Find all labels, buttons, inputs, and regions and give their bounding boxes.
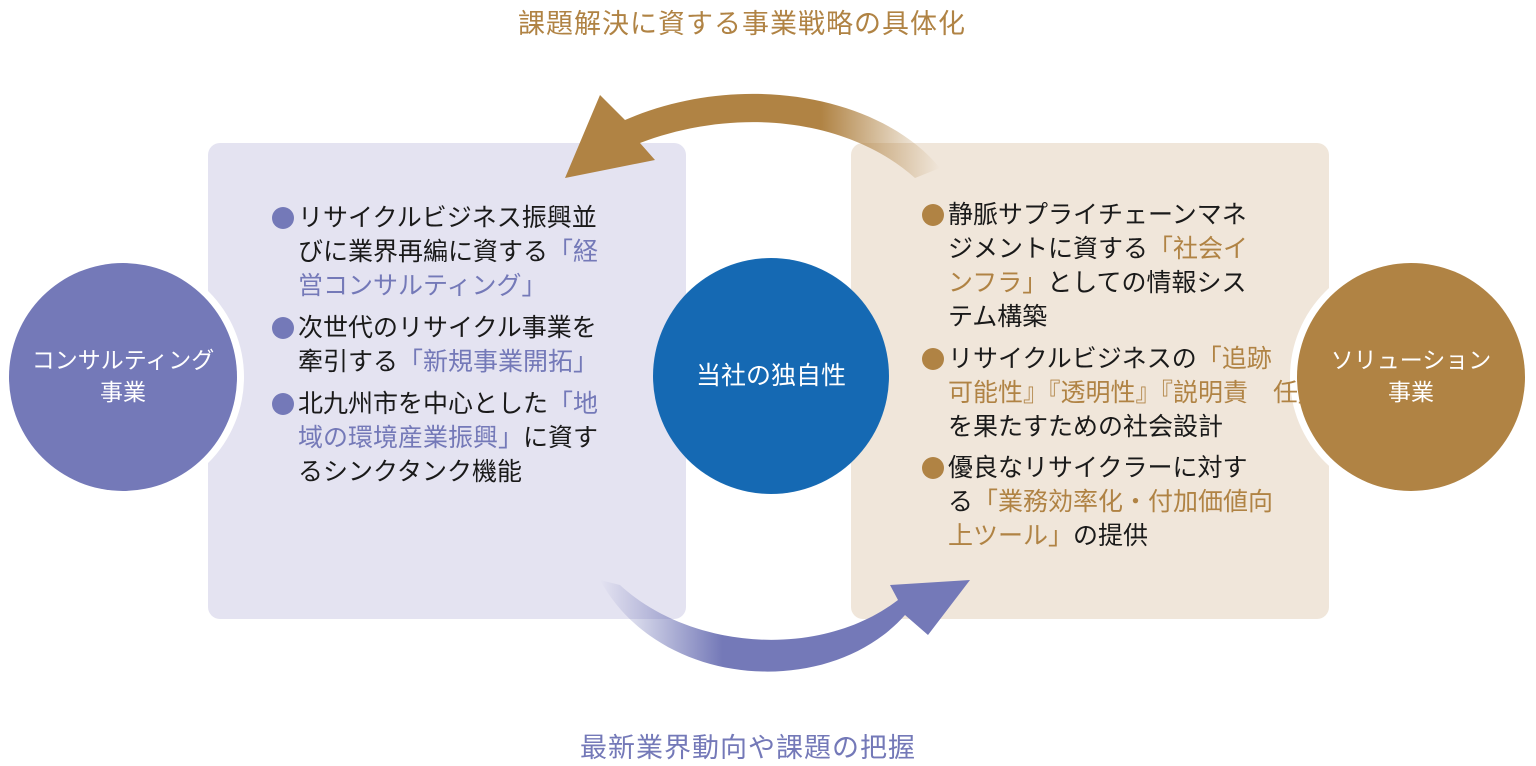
text: 静脈サプライチェーンマネ bbox=[948, 200, 1247, 229]
consulting-list: リサイクルビジネス振興並びに業界再編に資する「経営コンサルティング」次世代のリサ… bbox=[272, 201, 632, 497]
text: を果たすための社会設計 bbox=[948, 412, 1224, 441]
text: 牽引する bbox=[298, 347, 399, 376]
consulting-business-circle: コンサルティング事業 bbox=[9, 263, 237, 491]
highlight-text: 「新規事業開拓」 bbox=[398, 347, 599, 376]
highlight-text: 可能性』『透明性』『説明責 任」 bbox=[948, 378, 1324, 407]
text: 北九州市を中心とした bbox=[298, 389, 549, 418]
text: に資す bbox=[523, 423, 599, 452]
list-line: 域の環境産業振興」に資す bbox=[298, 421, 598, 455]
solution-label-line1: ソリューション bbox=[1330, 348, 1492, 374]
list-item: 静脈サプライチェーンマネジメントに資する「社会インフラ」としての情報システム構築 bbox=[922, 198, 1282, 334]
highlight-text: 「地 bbox=[548, 389, 599, 418]
consulting-label-line2: 事業 bbox=[100, 380, 146, 406]
text: びに業界再編に資する bbox=[298, 237, 549, 266]
highlight-text: 「社会イ bbox=[1148, 234, 1249, 263]
list-item: 北九州市を中心とした「地域の環境産業振興」に資するシンクタンク機能 bbox=[272, 387, 632, 489]
bullet-icon bbox=[922, 204, 944, 226]
list-line: を果たすための社会設計 bbox=[948, 410, 1323, 444]
bullet-icon bbox=[922, 348, 944, 370]
list-line: 上ツール」の提供 bbox=[948, 519, 1273, 553]
highlight-text: ンフラ」 bbox=[948, 268, 1048, 297]
text: るシンクタンク機能 bbox=[298, 457, 523, 486]
list-line: るシンクタンク機能 bbox=[298, 455, 598, 489]
list-line: リサイクルビジネス振興並 bbox=[298, 201, 598, 235]
uniqueness-label: 当社の独自性 bbox=[695, 361, 846, 390]
consulting-label-line1: コンサルティング bbox=[31, 348, 215, 374]
uniqueness-circle: 当社の独自性 bbox=[653, 258, 889, 494]
list-line: ジメントに資する「社会イ bbox=[948, 232, 1248, 266]
highlight-text: 「追跡 bbox=[1196, 344, 1272, 373]
bullet-icon bbox=[272, 207, 294, 229]
list-item: リサイクルビジネス振興並びに業界再編に資する「経営コンサルティング」 bbox=[272, 201, 632, 303]
solution-list: 静脈サプライチェーンマネジメントに資する「社会インフラ」としての情報システム構築… bbox=[922, 198, 1323, 560]
solution-label-line2: 事業 bbox=[1387, 380, 1434, 406]
bullet-icon bbox=[272, 317, 294, 339]
text: リサイクルビジネス振興並 bbox=[298, 203, 597, 232]
highlight-text: 域の環境産業振興」 bbox=[298, 423, 524, 452]
bottom-arrow bbox=[600, 580, 970, 672]
top-arrow-label: 課題解決に資する事業戦略の具体化 bbox=[518, 9, 966, 40]
list-line: 可能性』『透明性』『説明責 任」 bbox=[948, 376, 1323, 410]
list-item: 優良なリサイクラーに対する「業務効率化・付加価値向上ツール」の提供 bbox=[922, 451, 1282, 553]
list-line: びに業界再編に資する「経 bbox=[298, 235, 598, 269]
list-line: る「業務効率化・付加価値向 bbox=[948, 485, 1273, 519]
list-line: 静脈サプライチェーンマネ bbox=[948, 198, 1248, 232]
solution-business-circle: ソリューション事業 bbox=[1297, 263, 1525, 491]
highlight-text: 「経 bbox=[548, 237, 599, 266]
text: リサイクルビジネスの bbox=[948, 344, 1197, 373]
list-line: リサイクルビジネスの「追跡 bbox=[948, 342, 1323, 376]
text: 次世代のリサイクル事業を bbox=[298, 313, 597, 342]
list-line: ンフラ」としての情報シス bbox=[948, 266, 1248, 300]
highlight-text: 「業務効率化・付加価値向 bbox=[973, 487, 1274, 516]
list-line: 営コンサルティング」 bbox=[298, 269, 598, 303]
text: 優良なリサイクラーに対す bbox=[948, 453, 1248, 482]
text: の提供 bbox=[1073, 521, 1149, 550]
bottom-arrow-label: 最新業界動向や課題の把握 bbox=[580, 733, 916, 764]
list-line: 牽引する「新規事業開拓」 bbox=[298, 345, 598, 379]
text: テム構築 bbox=[948, 302, 1048, 331]
bullet-icon bbox=[922, 457, 944, 479]
highlight-text: 営コンサルティング」 bbox=[298, 271, 547, 300]
list-line: 北九州市を中心とした「地 bbox=[298, 387, 598, 421]
text: としての情報シス bbox=[1047, 268, 1247, 297]
list-line: 次世代のリサイクル事業を bbox=[298, 311, 598, 345]
list-line: テム構築 bbox=[948, 300, 1248, 334]
text: る bbox=[948, 487, 974, 516]
bullet-icon bbox=[272, 393, 294, 415]
list-item: リサイクルビジネスの「追跡可能性』『透明性』『説明責 任」を果たすための社会設計 bbox=[922, 342, 1323, 444]
list-item: 次世代のリサイクル事業を牽引する「新規事業開拓」 bbox=[272, 311, 632, 379]
text: ジメントに資する bbox=[948, 234, 1149, 263]
list-line: 優良なリサイクラーに対す bbox=[948, 451, 1273, 485]
highlight-text: 上ツール」 bbox=[948, 521, 1074, 550]
top-arrow bbox=[565, 93, 940, 178]
